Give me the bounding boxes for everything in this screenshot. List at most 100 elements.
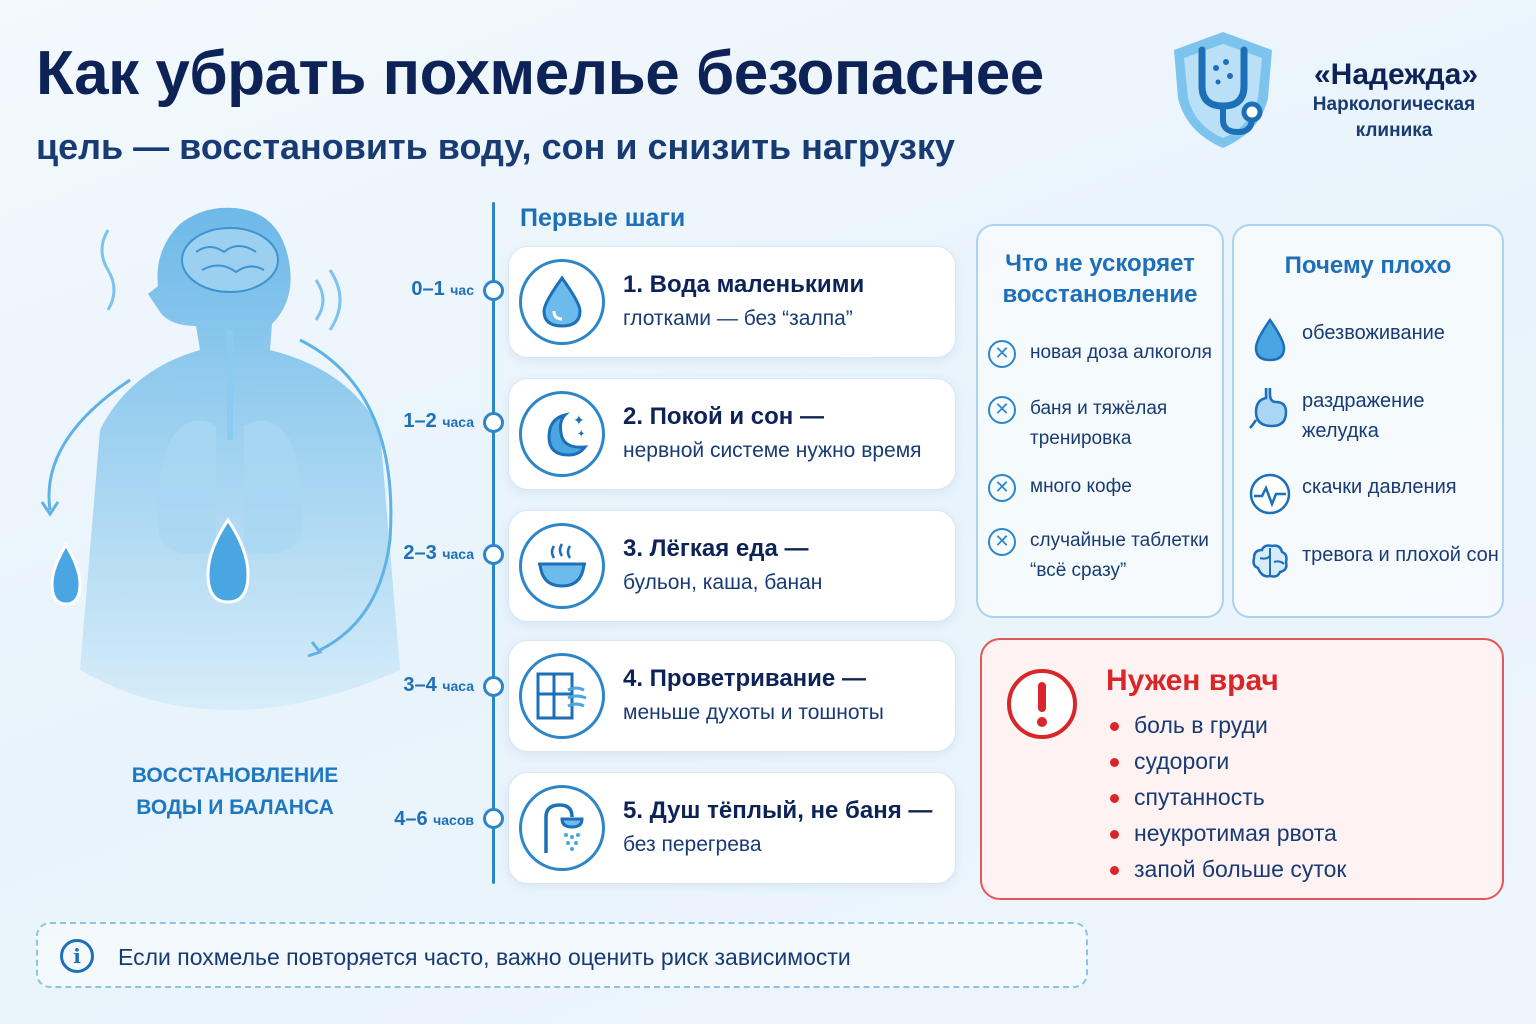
steps-heading: Первые шаги: [520, 204, 686, 232]
step-title: 1. Вода маленькими: [623, 271, 865, 298]
pulse-icon: [1249, 473, 1291, 515]
step-title: 2. Покой и сон —: [623, 403, 824, 430]
drop-icon: [1254, 318, 1286, 362]
timeline-line: [492, 202, 495, 884]
time-label: 4–6 часов: [384, 808, 474, 831]
clinic-type-line1: Наркологическая: [1312, 94, 1476, 115]
cross-icon: ✕: [988, 528, 1016, 556]
not-faster-panel: Что не ускоряет восстановление ✕ новая д…: [976, 224, 1224, 618]
exclamation-icon: [1007, 669, 1077, 739]
need-doctor-panel: Нужен врач боль в груди судороги спутанн…: [980, 638, 1504, 900]
not-faster-title-line1: Что не ускоряет: [1005, 250, 1195, 277]
time-range: 4–6: [394, 808, 428, 830]
why-bad-text: обезвоживание: [1302, 318, 1512, 348]
line1: обезвоживание: [1302, 322, 1445, 344]
step-text: нервной системе нужно время: [623, 439, 922, 462]
line2: желудка: [1302, 420, 1379, 442]
not-faster-text: случайные таблетки “всё сразу”: [1030, 526, 1230, 587]
line2: тренировка: [1030, 428, 1132, 450]
line1: баня и тяжёлая: [1030, 398, 1168, 419]
moon-icon: ✦✦: [519, 391, 605, 477]
clinic-type-line2: клиника: [1355, 119, 1433, 141]
why-bad-panel: Почему плохо обезвоживание раздражение же…: [1232, 224, 1504, 618]
line1: скачки давления: [1302, 476, 1457, 498]
brain-icon: [1252, 544, 1288, 578]
shield-stethoscope-icon: [1174, 32, 1272, 148]
not-faster-title: Что не ускоряет восстановление: [978, 248, 1222, 310]
timeline-dot: [483, 412, 504, 433]
caption-line1: ВОССТАНОВЛЕНИЕ: [131, 764, 339, 787]
cross-icon: ✕: [988, 474, 1016, 502]
clinic-name: «Надежда»: [1313, 58, 1479, 91]
step-card: 5. Душ тёплый, не баня — без перегрева: [508, 772, 956, 884]
need-doctor-title: Нужен врач: [1106, 664, 1279, 697]
step-card: ✦✦ 2. Покой и сон — нервной системе нужн…: [508, 378, 956, 490]
timeline-dot: [483, 808, 504, 829]
why-bad-text: раздражение желудка: [1302, 386, 1512, 446]
list-item: запой больше суток: [1110, 856, 1346, 892]
caption-line2: ВОДЫ И БАЛАНСА: [136, 795, 334, 819]
line1: случайные таблетки: [1030, 530, 1209, 551]
not-faster-title-line2: восстановление: [1002, 281, 1198, 309]
stomach-icon: [1249, 388, 1288, 429]
shower-icon: [519, 785, 605, 871]
time-range: 3–4: [403, 674, 437, 696]
step-title: 4. Проветривание —: [623, 665, 866, 692]
water-drop-icon: [519, 259, 605, 345]
line1: раздражение: [1302, 390, 1425, 412]
bowl-icon: [519, 523, 605, 609]
need-doctor-list: боль в груди судороги спутанность неукро…: [1110, 712, 1346, 892]
list-item: боль в груди: [1110, 712, 1346, 748]
time-label: 0–1 час: [384, 278, 474, 301]
time-unit: часа: [442, 414, 474, 430]
list-item: судороги: [1110, 748, 1346, 784]
page-title: Как убрать похмелье безопаснее: [36, 39, 1044, 108]
step-card: 3. Лёгкая еда — бульон, каша, банан: [508, 510, 956, 622]
not-faster-text: баня и тяжёлая тренировка: [1030, 394, 1230, 455]
body-illustration: ВОССТАНОВЛЕНИЕ ВОДЫ И БАЛАНСА: [20, 190, 440, 890]
line1: много кофе: [1030, 476, 1132, 497]
timeline-dot: [483, 544, 504, 565]
line2: “всё сразу”: [1030, 560, 1127, 582]
time-label: 2–3 часа: [384, 542, 474, 565]
list-item: неукротимая рвота: [1110, 820, 1346, 856]
why-bad-text: скачки давления: [1302, 472, 1512, 502]
info-text: Если похмелье повторяется часто, важно о…: [118, 944, 851, 970]
time-label: 3–4 часа: [384, 674, 474, 697]
step-title: 3. Лёгкая еда —: [623, 535, 809, 562]
not-faster-text: новая доза алкоголя: [1030, 338, 1230, 368]
timeline-dot: [483, 676, 504, 697]
cross-icon: ✕: [988, 396, 1016, 424]
step-card: 1. Вода маленькими глотками — без “залпа…: [508, 246, 956, 358]
step-text: меньше духоты и тошноты: [623, 701, 884, 724]
step-card: 4. Проветривание — меньше духоты и тошно…: [508, 640, 956, 752]
info-note: i Если похмелье повторяется часто, важно…: [36, 922, 1088, 988]
timeline-dot: [483, 280, 504, 301]
time-range: 1–2: [403, 410, 437, 432]
svg-text:✦: ✦: [573, 412, 585, 428]
time-unit: часов: [433, 812, 474, 828]
illustration-caption: ВОССТАНОВЛЕНИЕ ВОДЫ И БАЛАНСА: [120, 760, 350, 823]
info-icon: i: [60, 939, 94, 973]
human-body-icon: [40, 207, 400, 710]
step-title: 5. Душ тёплый, не баня —: [623, 797, 933, 824]
why-bad-text: тревога и плохой сон: [1302, 540, 1512, 570]
why-bad-title: Почему плохо: [1284, 252, 1452, 279]
svg-text:✦: ✦: [577, 429, 585, 440]
time-range: 0–1: [411, 278, 445, 300]
line1: тревога и плохой сон: [1302, 544, 1499, 566]
not-faster-text: много кофе: [1030, 472, 1230, 502]
time-unit: часа: [442, 546, 474, 562]
time-unit: часа: [442, 678, 474, 694]
page-subtitle: цель — восстановить воду, сон и снизить …: [36, 126, 955, 167]
step-text: бульон, каша, банан: [623, 571, 823, 594]
list-item: спутанность: [1110, 784, 1346, 820]
clinic-type: Наркологическая клиника: [1286, 92, 1502, 143]
time-range: 2–3: [403, 542, 437, 564]
step-text: без перегрева: [623, 833, 762, 856]
window-icon: [519, 653, 605, 739]
time-label: 1–2 часа: [384, 410, 474, 433]
time-unit: час: [450, 282, 474, 298]
cross-icon: ✕: [988, 340, 1016, 368]
clinic-logo: «Надежда» Наркологическая клиника: [1168, 28, 1508, 158]
